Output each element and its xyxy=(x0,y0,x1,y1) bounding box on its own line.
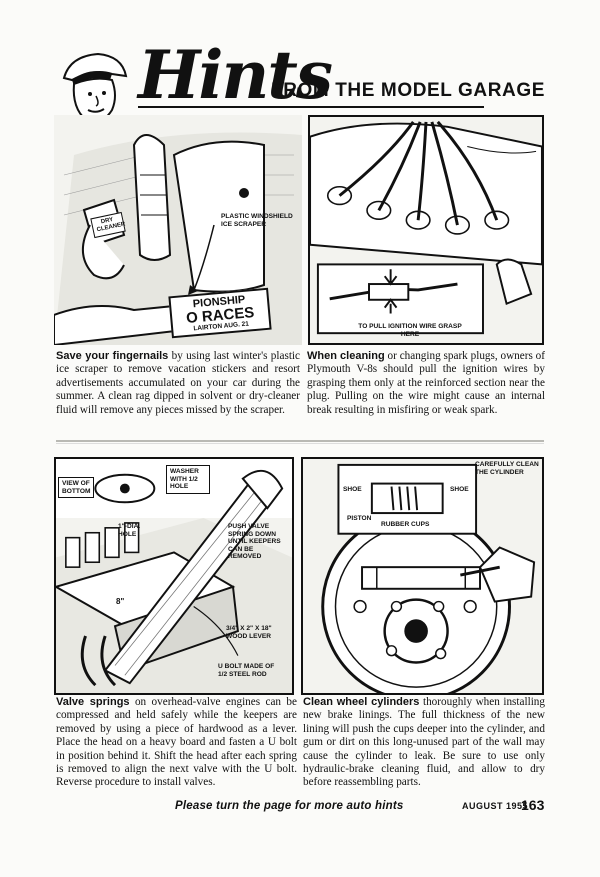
header-rule xyxy=(138,106,484,108)
page-title: Hints xyxy=(138,36,333,114)
label-grasp-here: TO PULL IGNITION WIRE GRASP HERE xyxy=(358,323,462,338)
label-shoe-left: SHOE xyxy=(343,486,362,493)
label-clean-cylinder: CAREFULLY CLEAN THE CYLINDER xyxy=(475,461,539,476)
label-dimension: 8" xyxy=(116,597,125,606)
label-u-bolt: U BOLT MADE OF 1/2 STEEL ROD xyxy=(218,663,275,678)
hint-valve-springs-lead: Valve springs xyxy=(56,696,130,708)
label-washer: WASHER WITH 1/2 HOLE xyxy=(166,465,210,494)
footer-issue-date: AUGUST 1955 xyxy=(462,801,529,811)
hint-valve-springs-text: Valve springs on overhead-valve engines … xyxy=(56,696,297,790)
page-subtitle: FROM THE MODEL GARAGE xyxy=(271,80,546,101)
hint-spark-plug-text: When cleaning or changing spark plugs, o… xyxy=(307,350,545,417)
wheel-cylinder-illustration: CAREFULLY CLEAN THE CYLINDER SHOE SHOE P… xyxy=(301,457,544,695)
section-divider xyxy=(56,440,544,442)
valve-spring-illustration: VIEW OF BOTTOM WASHER WITH 1/2 HOLE 1"-D… xyxy=(54,457,294,695)
page-number: 163 xyxy=(521,797,545,813)
hint-wheel-cylinders-lead: Clean wheel cylinders xyxy=(303,696,420,708)
footer-continue-note: Please turn the page for more auto hints xyxy=(175,800,404,812)
hint-spark-plug-lead: When cleaning xyxy=(307,350,385,362)
hint-valve-springs-body: on overhead-valve engines can be compres… xyxy=(56,696,297,789)
label-piston: PISTON xyxy=(347,515,372,522)
hint-wheel-cylinders-body: thoroughly when installing new brake lin… xyxy=(303,696,545,789)
hint-ice-scraper-text: Save your fingernails by using last wint… xyxy=(56,350,300,417)
label-rubber-cups: RUBBER CUPS xyxy=(381,521,430,528)
section-divider-shadow xyxy=(56,443,544,444)
label-push-valve: PUSH VALVE SPRING DOWN UNTIL KEEPERS CAN… xyxy=(228,523,281,561)
ignition-wire-illustration: TO PULL IGNITION WIRE GRASP HERE xyxy=(308,115,544,345)
label-wood-lever: 3/4" x 2" x 18" WOOD LEVER xyxy=(226,625,272,640)
hint-spark-plug-body: or changing spark plugs, owners of Plymo… xyxy=(307,350,545,416)
label-shoe-right: SHOE xyxy=(450,486,469,493)
hint-wheel-cylinders-text: Clean wheel cylinders thoroughly when in… xyxy=(303,696,545,790)
label-view-of-bottom: VIEW OF BOTTOM xyxy=(58,477,94,499)
race-sticker-sign: PIONSHIP O RACES LAIRTON AUG. 21 xyxy=(168,287,272,339)
label-ice-scraper: PLASTIC WINDSHIELD ICE SCRAPER xyxy=(221,213,293,228)
hint-ice-scraper-lead: Save your fingernails xyxy=(56,350,169,362)
label-hole: 1"-DIA. HOLE xyxy=(118,523,141,538)
hint-ice-scraper-body: by using last winter's plastic ice scrap… xyxy=(56,350,301,416)
